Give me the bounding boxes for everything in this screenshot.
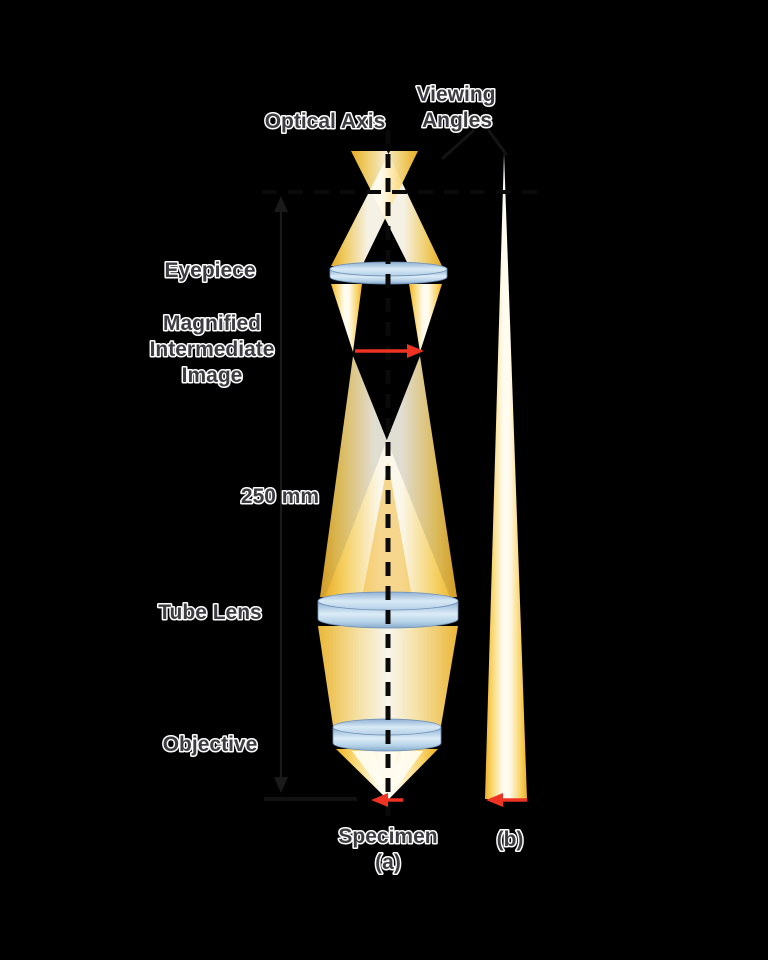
beam-upper-arm-left-icon [351,151,442,266]
viewing-angles-leader-right [487,129,508,156]
intermediate-image-arrow [355,344,424,358]
beam-eyepiece-right-icon [409,284,442,352]
beam-upper-arm-right-icon [331,151,418,266]
eyepiece-label: Eyepiece [164,259,255,282]
beam-eyepiece-left-icon [331,284,362,352]
arrow-right-red-icon [407,344,424,358]
beam-viewing-cone-panel-b-icon [485,153,527,799]
optical-axis-label: Optical Axis [265,110,386,133]
arrow-down-icon [274,777,288,793]
viewing-angles-label-line1: Viewing [417,83,496,106]
viewing-angles-leader-left [441,129,475,160]
specimen-label: Specimen [338,825,437,848]
beam-bundle-icon [318,626,458,726]
beam-cone-right-icon [325,356,457,597]
specimen-arrow [371,793,403,807]
arrow-up-icon [274,196,288,212]
beam-focus-cross-right-icon [388,751,423,799]
eyepiece-lens-top-icon [329,261,448,277]
beam-overlap-icon [362,462,412,597]
distance-label: 250 mm [241,485,319,508]
viewing-angles-label-line2: Angles [422,109,492,132]
panel-b-label: (b) [497,828,524,851]
tube-lens-label: Tube Lens [158,601,261,624]
beam-focus-cross-left-icon [352,751,388,799]
beam-rays-panel-a [318,151,458,800]
magnified-label-line1: Magnified [163,312,261,335]
panel-a-label: (a) [375,851,401,874]
magnified-label-line2: Intermediate [150,338,275,361]
arrow-left-red-icon [371,793,388,807]
arrow-left-red-icon [486,793,503,807]
panel-b-arrow [486,793,527,807]
distance-measure-arrow [274,196,288,793]
magnified-label-line3: Image [182,364,243,387]
objective-label: Objective [163,733,258,756]
